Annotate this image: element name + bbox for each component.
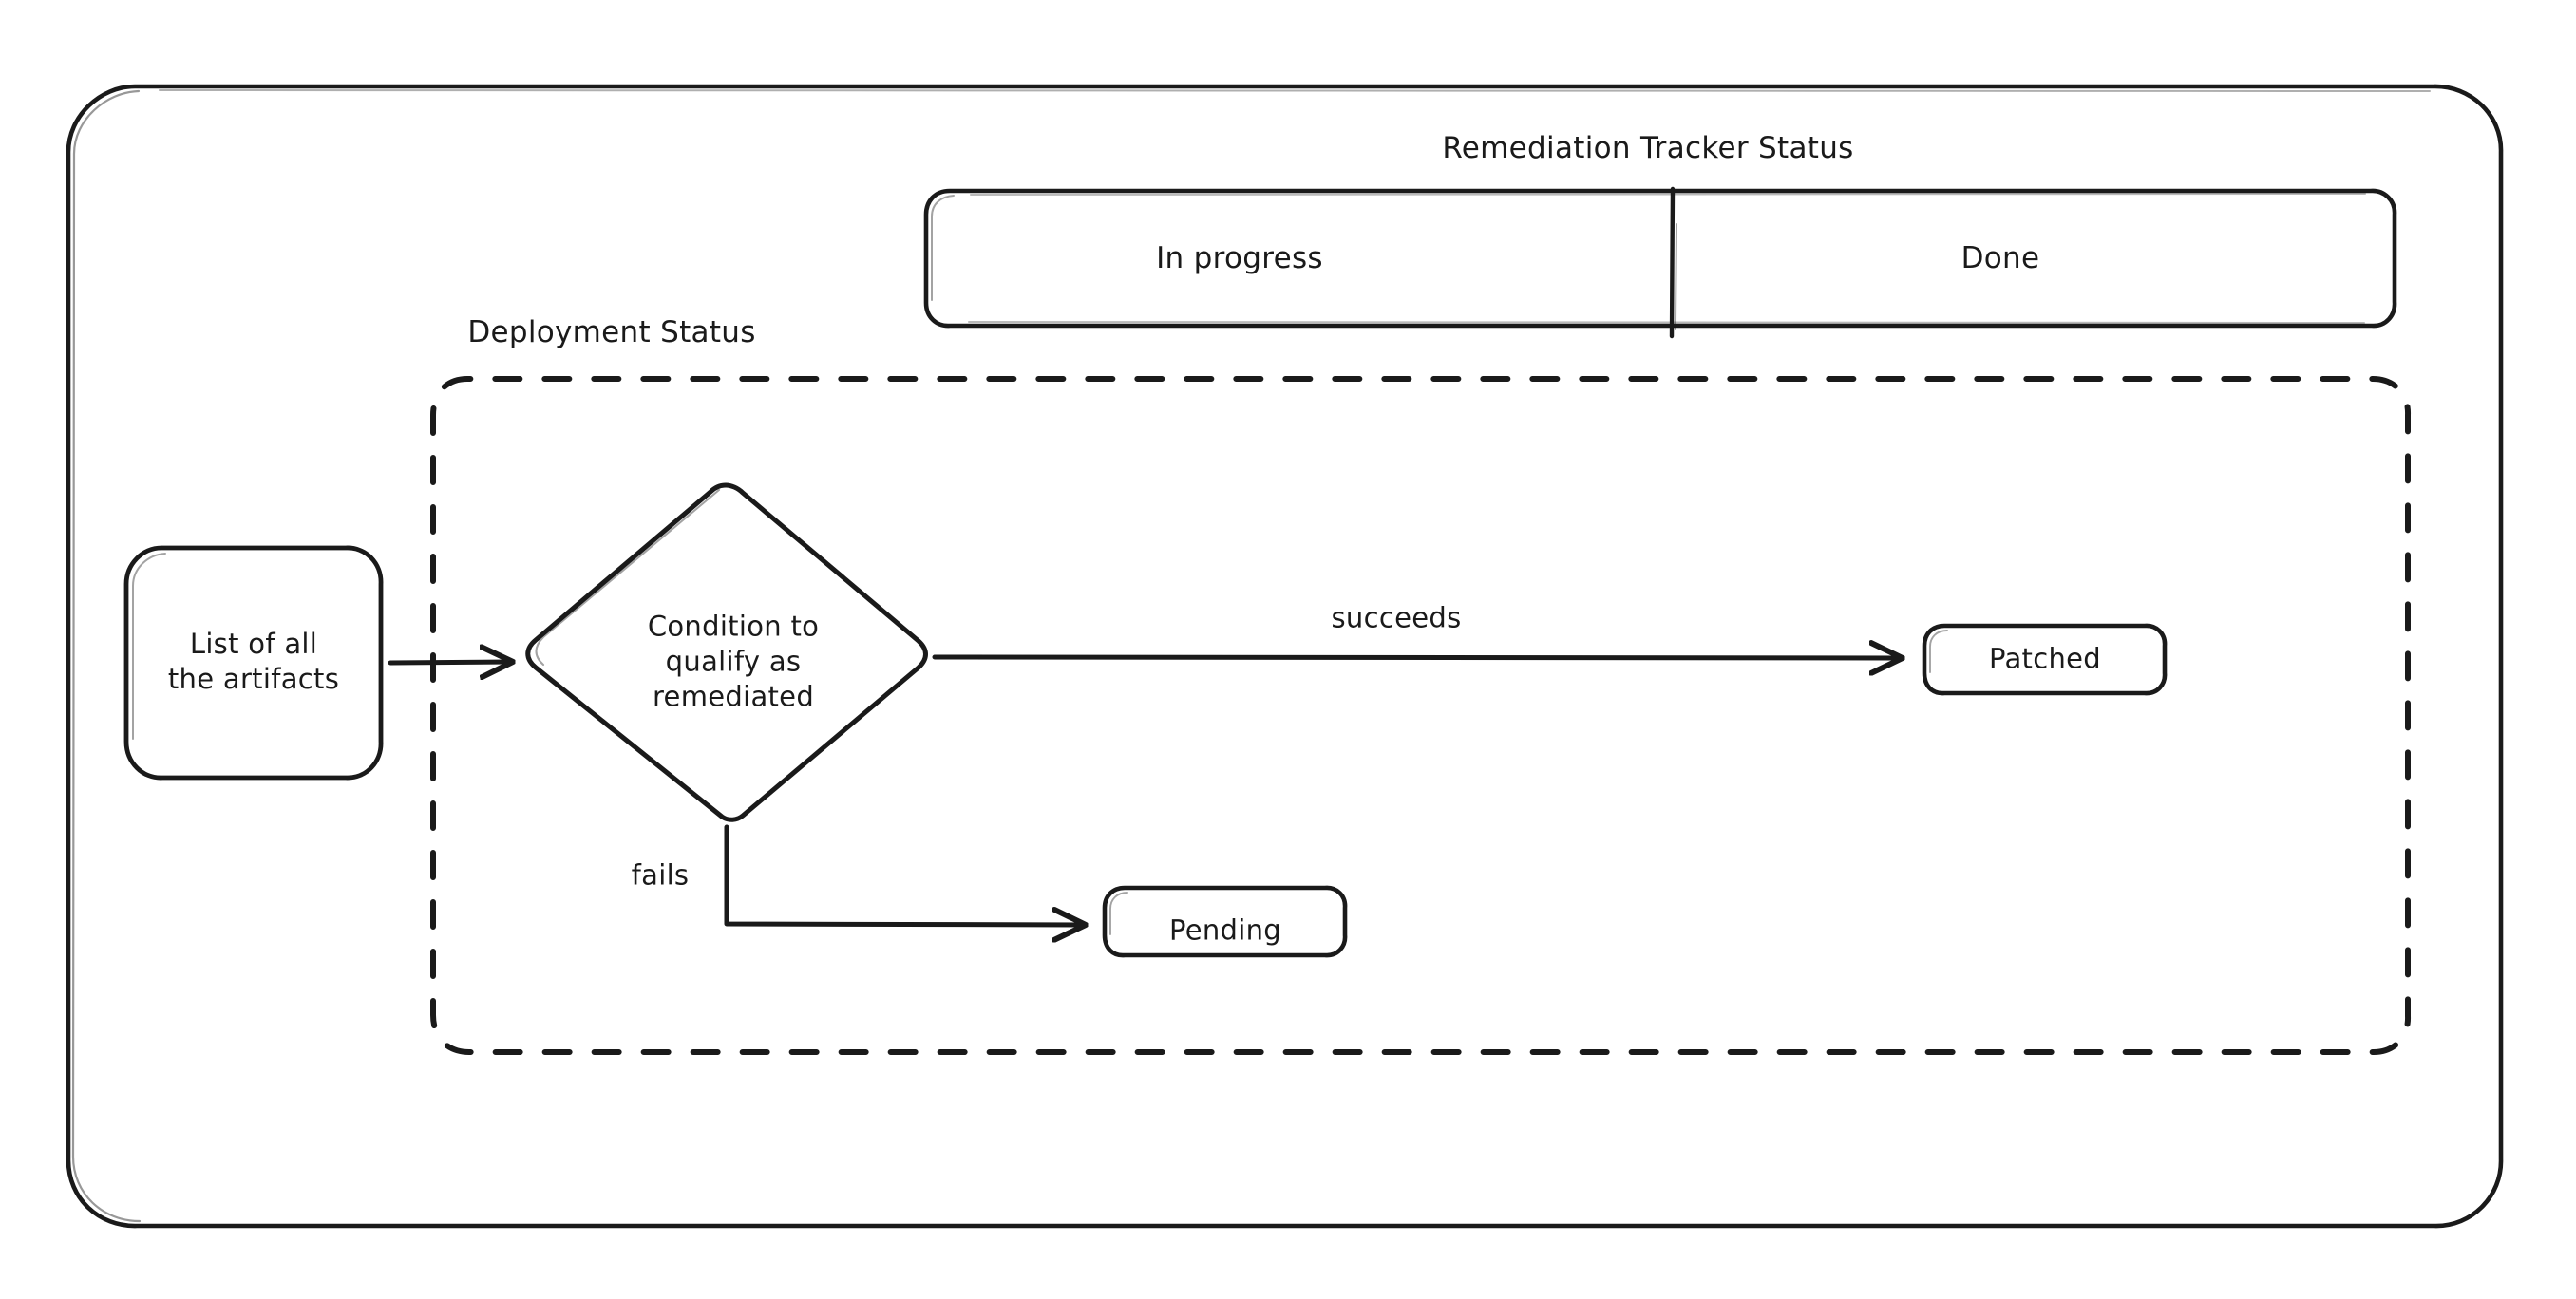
swimlane-container xyxy=(923,188,2397,329)
deployment-status-group xyxy=(430,376,2412,1055)
lane-divider xyxy=(1669,186,1677,339)
node-condition-shape xyxy=(525,482,928,822)
node-patched-shape xyxy=(1922,623,2168,696)
lane-done[interactable] xyxy=(1673,190,2395,327)
edge-condition-to-patched xyxy=(932,657,1900,658)
outer-frame xyxy=(66,84,2504,1229)
node-condition[interactable] xyxy=(525,481,928,819)
lane-in-progress[interactable] xyxy=(926,190,1673,327)
edge-condition-to-pending xyxy=(724,824,1083,925)
node-artifacts[interactable] xyxy=(125,547,382,779)
node-pending[interactable] xyxy=(1104,886,1347,956)
node-patched[interactable] xyxy=(1923,624,2167,694)
node-artifacts-shape xyxy=(123,545,384,781)
edge-artifacts-to-condition xyxy=(388,662,510,663)
node-pending-shape xyxy=(1102,885,1348,958)
